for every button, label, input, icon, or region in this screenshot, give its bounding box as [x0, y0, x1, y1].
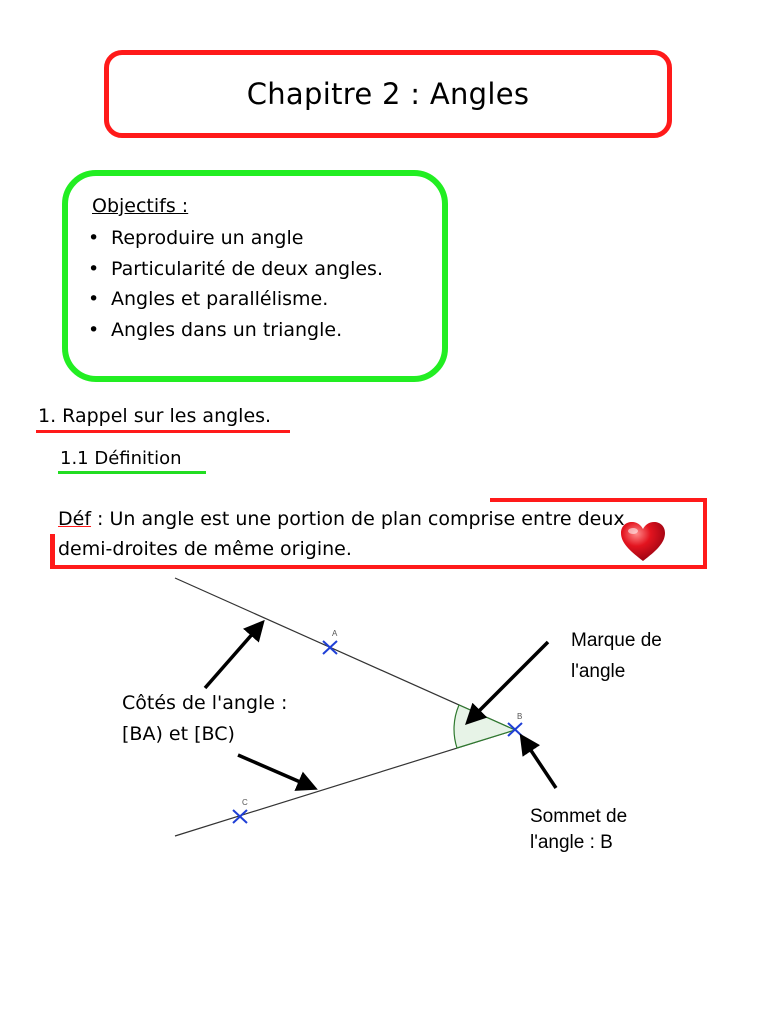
sides-label: Côtés de l'angle : [BA) et [BC)	[122, 688, 287, 750]
objective-item: Angles et parallélisme.	[88, 287, 383, 318]
angle-figure: A B C	[174, 577, 558, 837]
point-c-cross-icon	[232, 809, 248, 824]
mark-label-line-2: l'angle	[571, 661, 626, 682]
definition-text-1: : Un angle est une portion de plan compr…	[91, 508, 625, 530]
point-b-cross-icon	[507, 722, 523, 737]
point-a-cross-icon	[322, 640, 338, 655]
angle-mark	[453, 704, 517, 749]
arrow-to-vertex	[519, 733, 558, 789]
objective-item: Angles dans un triangle.	[88, 318, 383, 349]
objectives-box	[62, 170, 448, 382]
highlight-frame-left	[50, 534, 55, 568]
section-1-underline	[36, 430, 290, 433]
half-line-ba	[174, 577, 516, 731]
sides-label-line-1: Côtés de l'angle :	[122, 692, 288, 714]
sides-label-line-2: [BA) et [BC)	[122, 723, 235, 745]
vertex-label-line-2: l'angle : B	[530, 832, 613, 853]
point-c-label: C	[242, 798, 248, 807]
mark-label: Marque de l'angle	[571, 625, 662, 687]
objective-item: Particularité de deux angles.	[88, 257, 383, 288]
objective-item: Reproduire un angle	[88, 226, 383, 257]
arrow-to-angle-mark	[465, 640, 550, 725]
objectives-list: Reproduire un angle Particularité de deu…	[88, 226, 383, 348]
definition-line-2: demi-droites de même origine.	[58, 538, 352, 560]
arrow-to-side-ba	[203, 619, 265, 690]
section-1-1-title: 1.1 Définition	[60, 448, 182, 469]
definition-line-1: Déf : Un angle est une portion de plan c…	[58, 508, 625, 530]
section-1-1-underline	[58, 471, 206, 474]
mark-label-line-1: Marque de	[571, 630, 662, 651]
objectives-heading: Objectifs :	[92, 195, 189, 217]
vertex-label: Sommet de l'angle : B	[530, 804, 627, 856]
chapter-title: Chapitre 2 : Angles	[246, 77, 530, 111]
definition-term: Déf	[58, 508, 92, 530]
highlight-frame-right	[703, 498, 707, 569]
heart-icon	[621, 522, 665, 561]
highlight-frame-bottom	[50, 565, 706, 569]
section-1-title: 1. Rappel sur les angles.	[38, 405, 272, 427]
arrow-to-side-bc	[237, 753, 318, 791]
point-a-label: A	[332, 629, 338, 638]
point-b-label: B	[517, 712, 522, 721]
vertex-label-line-1: Sommet de	[530, 806, 628, 827]
highlight-frame-top	[490, 498, 706, 502]
chapter-title-box: Chapitre 2 : Angles	[104, 50, 672, 138]
